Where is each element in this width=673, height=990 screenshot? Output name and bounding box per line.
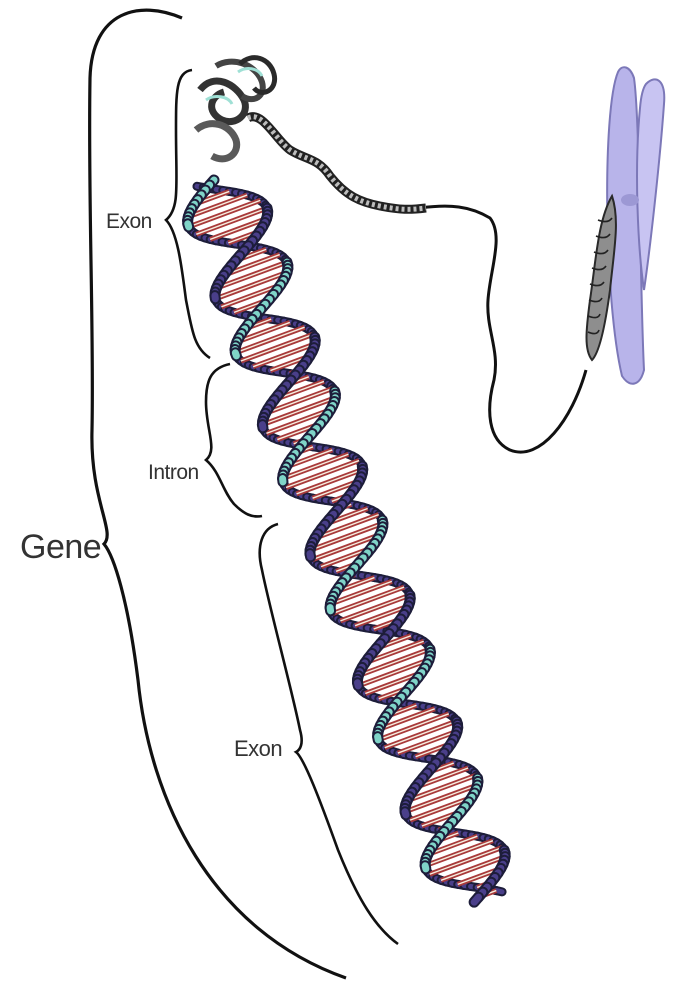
backbone-b-segment xyxy=(262,425,263,428)
chromosome xyxy=(587,67,665,384)
intron-label: Intron xyxy=(148,461,199,485)
backbone-b-segment xyxy=(405,812,406,815)
chromosome-arm-right xyxy=(637,79,664,290)
gene-label: Gene xyxy=(20,528,101,567)
coiled-dna-section xyxy=(196,58,426,210)
helix-base-pairs xyxy=(188,188,505,897)
backbone-a-segment xyxy=(496,891,502,892)
backbone-a-segment xyxy=(425,866,426,869)
backbone-a-segment xyxy=(378,737,379,740)
backbone-b-segment xyxy=(310,554,311,557)
exon-top-label: Exon xyxy=(106,210,152,234)
chromosome-centromere xyxy=(621,194,639,206)
backbone-b-segment xyxy=(474,897,478,902)
double-helix xyxy=(188,180,506,902)
intron-bracket xyxy=(206,364,262,517)
dna-strand-tail xyxy=(420,206,586,452)
backbone-a-segment xyxy=(188,224,189,227)
backbone-b-segment xyxy=(357,683,358,686)
exon-bottom-label: Exon xyxy=(234,736,282,762)
backbone-a-segment xyxy=(235,353,236,356)
